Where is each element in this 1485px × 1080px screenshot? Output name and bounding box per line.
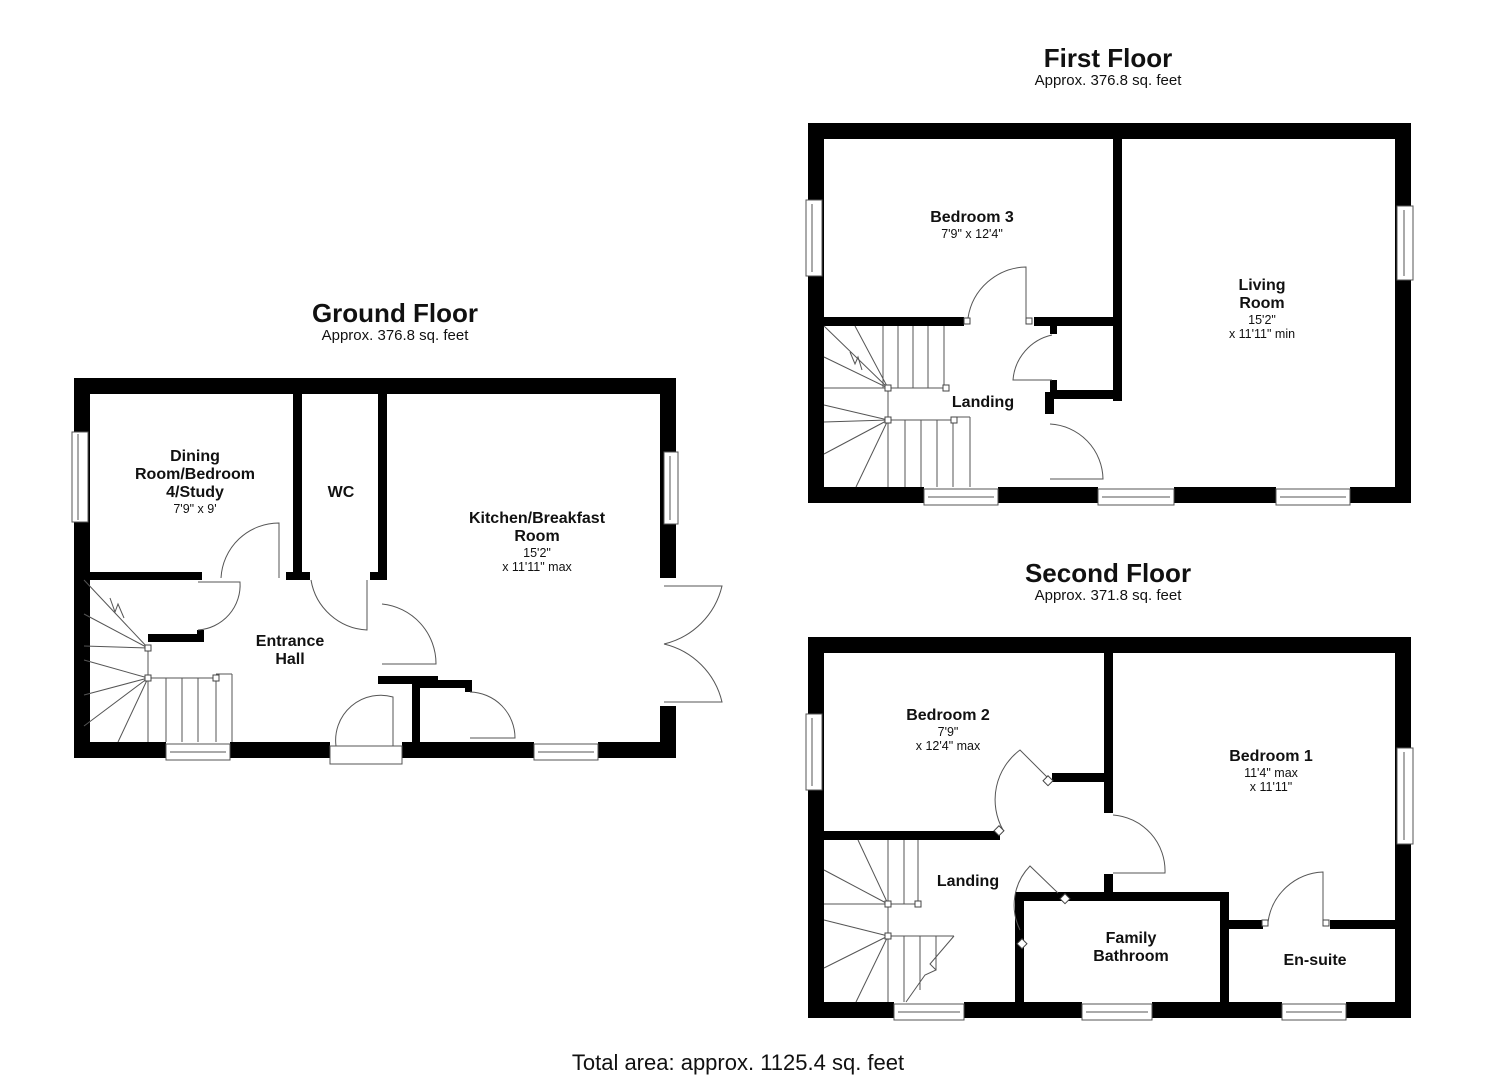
total-area: Total area: approx. 1125.4 sq. feet: [571, 1050, 905, 1075]
room-name: Bedroom 3: [930, 209, 1014, 226]
room-dimensions: 7'9" x 9': [173, 502, 217, 516]
room-second-landing: Landing: [937, 873, 999, 891]
room-en-suite: En-suite: [1283, 952, 1346, 970]
room-living: Living Room 15'2" x 11'11" min: [1229, 277, 1295, 341]
room-name: Family: [1105, 930, 1157, 947]
room-name: 4/Study: [166, 484, 224, 501]
room-bedroom-1: Bedroom 1 11'4" max x 11'11": [1229, 748, 1313, 794]
room-dimensions: x 11'11" max: [502, 560, 572, 574]
room-name: Landing: [936, 873, 1000, 890]
room-name: Bedroom 2: [906, 707, 990, 724]
room-name: Hall: [275, 651, 305, 668]
room-entrance-hall: Entrance Hall: [256, 633, 324, 669]
room-dimensions: 15'2": [523, 546, 551, 560]
room-family-bathroom: Family Bathroom: [1093, 930, 1169, 966]
second-floor-plan: [805, 637, 1414, 1021]
room-dimensions: x 12'4" max: [915, 739, 981, 753]
room-name: En-suite: [1283, 952, 1347, 969]
second-floor-area: Approx. 371.8 sq. feet: [1034, 587, 1182, 605]
room-dimensions: 7'9" x 12'4": [941, 227, 1003, 241]
room-bedroom-3: Bedroom 3 7'9" x 12'4": [930, 209, 1014, 241]
room-bedroom-2: Bedroom 2 7'9" x 12'4" max: [906, 707, 990, 753]
room-name: Dining: [170, 448, 220, 465]
ground-floor-plan: [71, 378, 723, 765]
room-dimensions: x 11'11": [1249, 780, 1293, 794]
room-name: Bathroom: [1093, 948, 1169, 965]
first-floor-heading: First Floor Approx. 376.8 sq. feet: [1034, 43, 1182, 90]
first-floor-title: First Floor: [1043, 43, 1173, 73]
room-wc: WC: [328, 484, 355, 502]
room-dimensions: 7'9": [937, 725, 959, 739]
room-name: Living: [1238, 277, 1286, 294]
second-floor-title: Second Floor: [1024, 558, 1192, 588]
first-floor-plan: [805, 123, 1414, 506]
second-floor-heading: Second Floor Approx. 371.8 sq. feet: [1024, 558, 1192, 605]
room-name: Landing: [951, 394, 1015, 411]
room-dining: Dining Room/Bedroom 4/Study 7'9" x 9': [135, 448, 255, 516]
room-name: WC: [327, 484, 355, 501]
room-name: Room: [1239, 295, 1285, 312]
room-name: Bedroom 1: [1229, 748, 1313, 765]
room-name: Entrance: [255, 633, 325, 650]
ground-floor-heading: Ground Floor Approx. 376.8 sq. feet: [311, 298, 479, 345]
room-first-landing: Landing: [952, 394, 1014, 412]
room-kitchen: Kitchen/Breakfast Room 15'2" x 11'11" ma…: [469, 510, 605, 574]
room-name: Kitchen/Breakfast: [468, 510, 606, 527]
room-dimensions: x 11'11" min: [1228, 327, 1296, 341]
first-floor-area: Approx. 376.8 sq. feet: [1034, 72, 1182, 90]
room-name: Room/Bedroom: [135, 466, 255, 483]
room-dimensions: 11'4" max: [1244, 766, 1298, 780]
ground-floor-title: Ground Floor: [311, 298, 479, 328]
ground-floor-area: Approx. 376.8 sq. feet: [321, 327, 469, 345]
room-dimensions: 15'2": [1248, 313, 1276, 327]
room-name: Room: [514, 528, 560, 545]
